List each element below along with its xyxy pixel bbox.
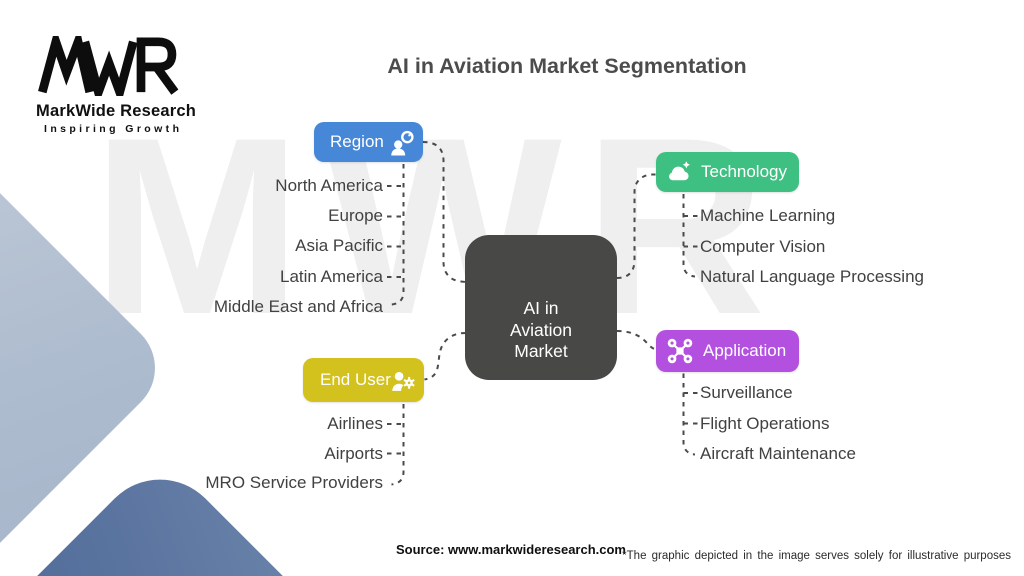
category-application: Application (656, 330, 799, 372)
category-end-user: End User (303, 358, 424, 402)
source-attribution: Source: www.markwideresearch.com (395, 542, 627, 557)
central-node-line: Aviation (510, 319, 572, 340)
segment-item: Natural Language Processing (700, 267, 924, 286)
segment-item: Airports (324, 444, 383, 463)
central-node-line: AI in (523, 298, 559, 318)
segment-item: Latin America (280, 267, 383, 286)
cloud-ai-icon (669, 160, 690, 180)
category-end-user-label: End User (320, 370, 391, 389)
background-watermark: MWR (92, 86, 788, 367)
person-gear-icon (392, 371, 415, 391)
logo-tagline: Inspiring Growth (44, 123, 183, 135)
brand-logo: MarkWide Research Inspiring Growth (36, 26, 197, 135)
category-region: Region (314, 122, 423, 162)
person-globe-icon (391, 130, 414, 155)
segment-item: Aircraft Maintenance (700, 444, 856, 463)
segment-item: Surveillance (700, 383, 793, 402)
segment-item: MRO Service Providers (205, 473, 383, 492)
category-region-label: Region (330, 132, 384, 151)
segment-item: Europe (328, 206, 383, 225)
segment-item: Machine Learning (700, 206, 836, 225)
segment-item: Asia Pacific (295, 236, 383, 255)
central-node-line: Market (514, 341, 568, 361)
segment-item: Flight Operations (700, 414, 830, 433)
segment-item: Middle East and Africa (213, 297, 383, 316)
category-technology-label: Technology (700, 162, 787, 181)
central-node: AI in Aviation Market (465, 235, 617, 380)
segment-item: Computer Vision (700, 237, 826, 256)
logo-diamond-icon (81, 55, 93, 79)
drone-icon (667, 338, 693, 364)
segment-item: Airlines (327, 414, 383, 433)
category-application-label: Application (703, 341, 787, 360)
category-technology: Technology (656, 152, 799, 192)
logo-name: MarkWide Research (36, 102, 197, 120)
segment-item: North America (275, 176, 383, 195)
disclaimer-note: *The graphic depicted in the image serve… (622, 550, 1011, 562)
mwr-logo-icon (38, 26, 179, 107)
page-title: AI in Aviation Market Segmentation (387, 54, 747, 78)
